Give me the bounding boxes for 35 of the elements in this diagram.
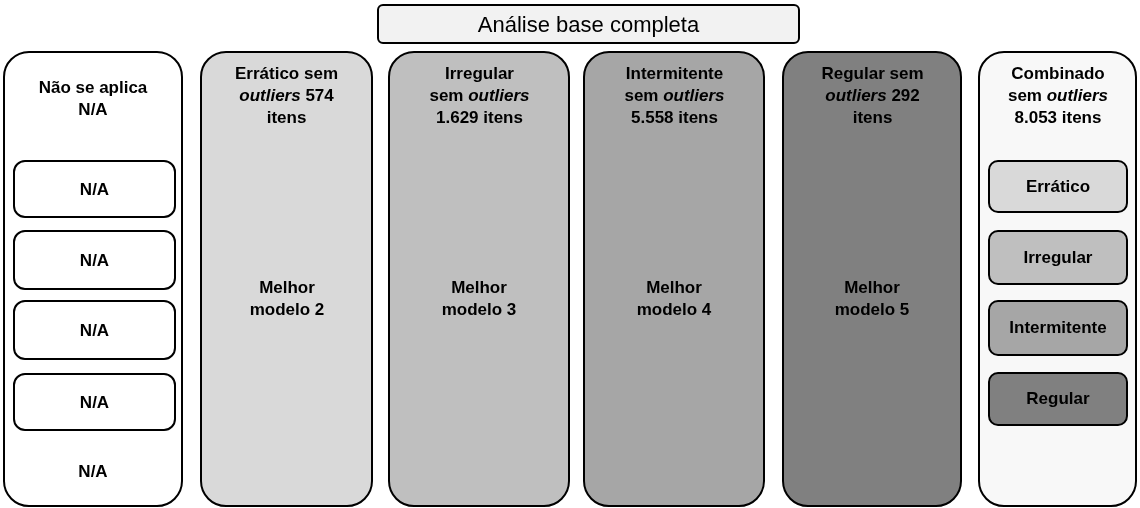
- box-label: Intermitente: [1008, 317, 1108, 339]
- column-heading: Regular sem outliers 292 itens: [820, 63, 925, 129]
- category-box: [988, 230, 1128, 285]
- box-label: Errático: [1024, 176, 1092, 198]
- model-text: Melhor modelo 4: [635, 277, 713, 321]
- title-text: Análise base completa: [476, 13, 701, 37]
- na-text: N/A: [77, 461, 109, 483]
- category-box: [13, 373, 176, 431]
- category-box: [13, 160, 176, 218]
- column-panel: [583, 51, 765, 507]
- column-panel: [200, 51, 373, 507]
- column-heading: Intermitente sem outliers 5.558 itens: [623, 63, 726, 129]
- box-label: N/A: [78, 320, 111, 342]
- column-heading: Não se aplica N/A: [37, 77, 149, 121]
- box-label: N/A: [78, 392, 111, 414]
- column-panel: [388, 51, 570, 507]
- category-box: [988, 372, 1128, 426]
- column-panel: [978, 51, 1137, 507]
- box-label: Irregular: [1022, 247, 1094, 269]
- box-label: Regular: [1025, 388, 1091, 410]
- column-panel: [3, 51, 183, 507]
- box-label: N/A: [78, 250, 111, 272]
- category-box: [13, 300, 176, 360]
- title-box: [377, 4, 800, 44]
- model-text: Melhor modelo 3: [440, 277, 518, 321]
- category-box: [988, 300, 1128, 356]
- model-text: Melhor modelo 2: [248, 277, 326, 321]
- column-heading: Errático sem outliers 574 itens: [234, 63, 339, 129]
- box-label: N/A: [78, 179, 111, 201]
- category-box: [988, 160, 1128, 213]
- model-text: Melhor modelo 5: [833, 277, 911, 321]
- column-panel: [782, 51, 962, 507]
- column-heading: Irregular sem outliers 1.629 itens: [428, 63, 531, 129]
- category-box: [13, 230, 176, 290]
- column-heading: Combinado sem outliers 8.053 itens: [1006, 63, 1110, 129]
